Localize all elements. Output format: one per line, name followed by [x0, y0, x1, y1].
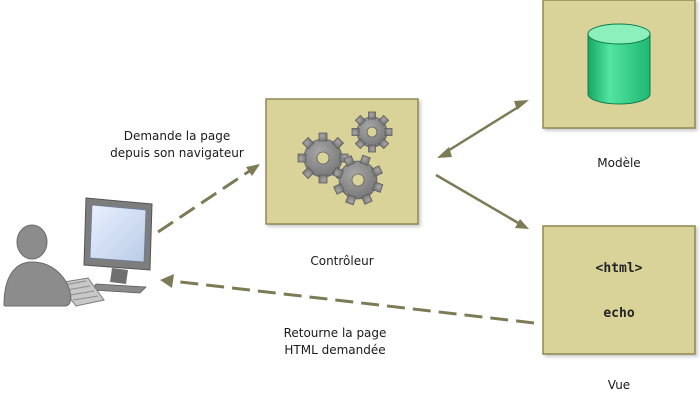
- response-label: Retourne la page HTML demandée: [240, 325, 430, 359]
- response-arrow: [160, 274, 535, 325]
- model-box: [542, 0, 696, 129]
- controller-view-arrow: [435, 173, 529, 229]
- request-label-line2: depuis son navigateur: [110, 146, 244, 160]
- view-code-html: <html>: [596, 261, 643, 276]
- monitor-icon: [83, 197, 153, 294]
- request-label-line1: Demande la page: [123, 129, 231, 143]
- view-box: <html> echo: [542, 225, 696, 355]
- database-icon: [587, 23, 651, 105]
- controller-label: Contrôleur: [310, 254, 374, 268]
- response-label-line1: Retourne la page: [283, 326, 387, 340]
- request-label: Demande la page depuis son navigateur: [82, 128, 272, 162]
- gears-icon: [297, 111, 393, 206]
- user-at-computer-icon: [3, 197, 153, 307]
- view-label: Vue: [607, 378, 631, 392]
- person-icon: [3, 224, 72, 307]
- response-label-line2: HTML demandée: [284, 343, 386, 357]
- controller-model-arrow: [437, 100, 529, 158]
- request-arrow: [157, 164, 260, 234]
- view-code-echo: echo: [603, 306, 634, 321]
- model-label: Modèle: [597, 156, 641, 170]
- controller-box: [265, 98, 419, 225]
